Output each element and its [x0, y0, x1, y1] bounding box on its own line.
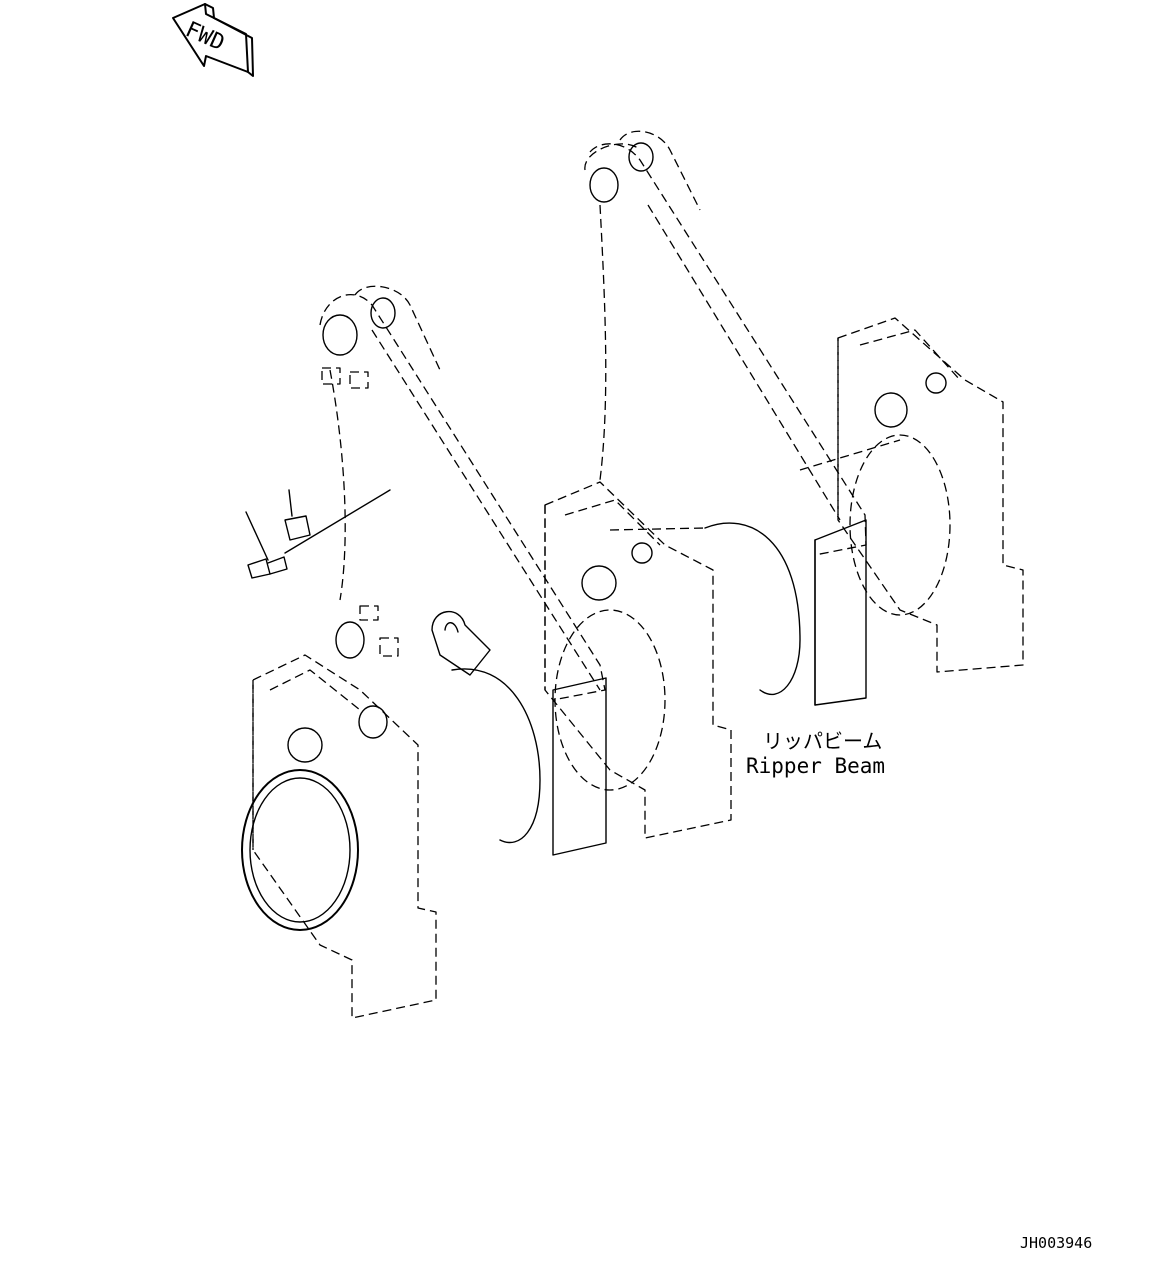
- front-end-cap: [241, 769, 359, 931]
- fwd-label: FWD: [182, 17, 228, 56]
- front-bracket: [252, 605, 437, 1019]
- rear-beam-tube: [609, 434, 951, 696]
- middle-bracket: [544, 481, 732, 839]
- ripper-beam-japanese-label: リッパビーム: [763, 729, 882, 753]
- front-beam-tube: [451, 609, 666, 844]
- fwd-arrow-icon: FWD: [172, 3, 254, 77]
- ripper-beam-label: リッパビーム Ripper Beam: [746, 729, 885, 778]
- plate-icon: [284, 515, 311, 541]
- hose-clip: [431, 610, 491, 676]
- bolt-and-plate-callout: [245, 489, 391, 579]
- front-arm-plate: [552, 677, 607, 856]
- front-arm: [319, 285, 606, 701]
- rear-arm-plate: [814, 519, 867, 706]
- bolt-head-icon: [247, 558, 271, 579]
- rear-bracket: [837, 317, 1024, 673]
- rear-arm: [584, 130, 867, 556]
- ripper-beam-english-label: Ripper Beam: [746, 754, 885, 778]
- drawing-number: JH003946: [1020, 1234, 1092, 1252]
